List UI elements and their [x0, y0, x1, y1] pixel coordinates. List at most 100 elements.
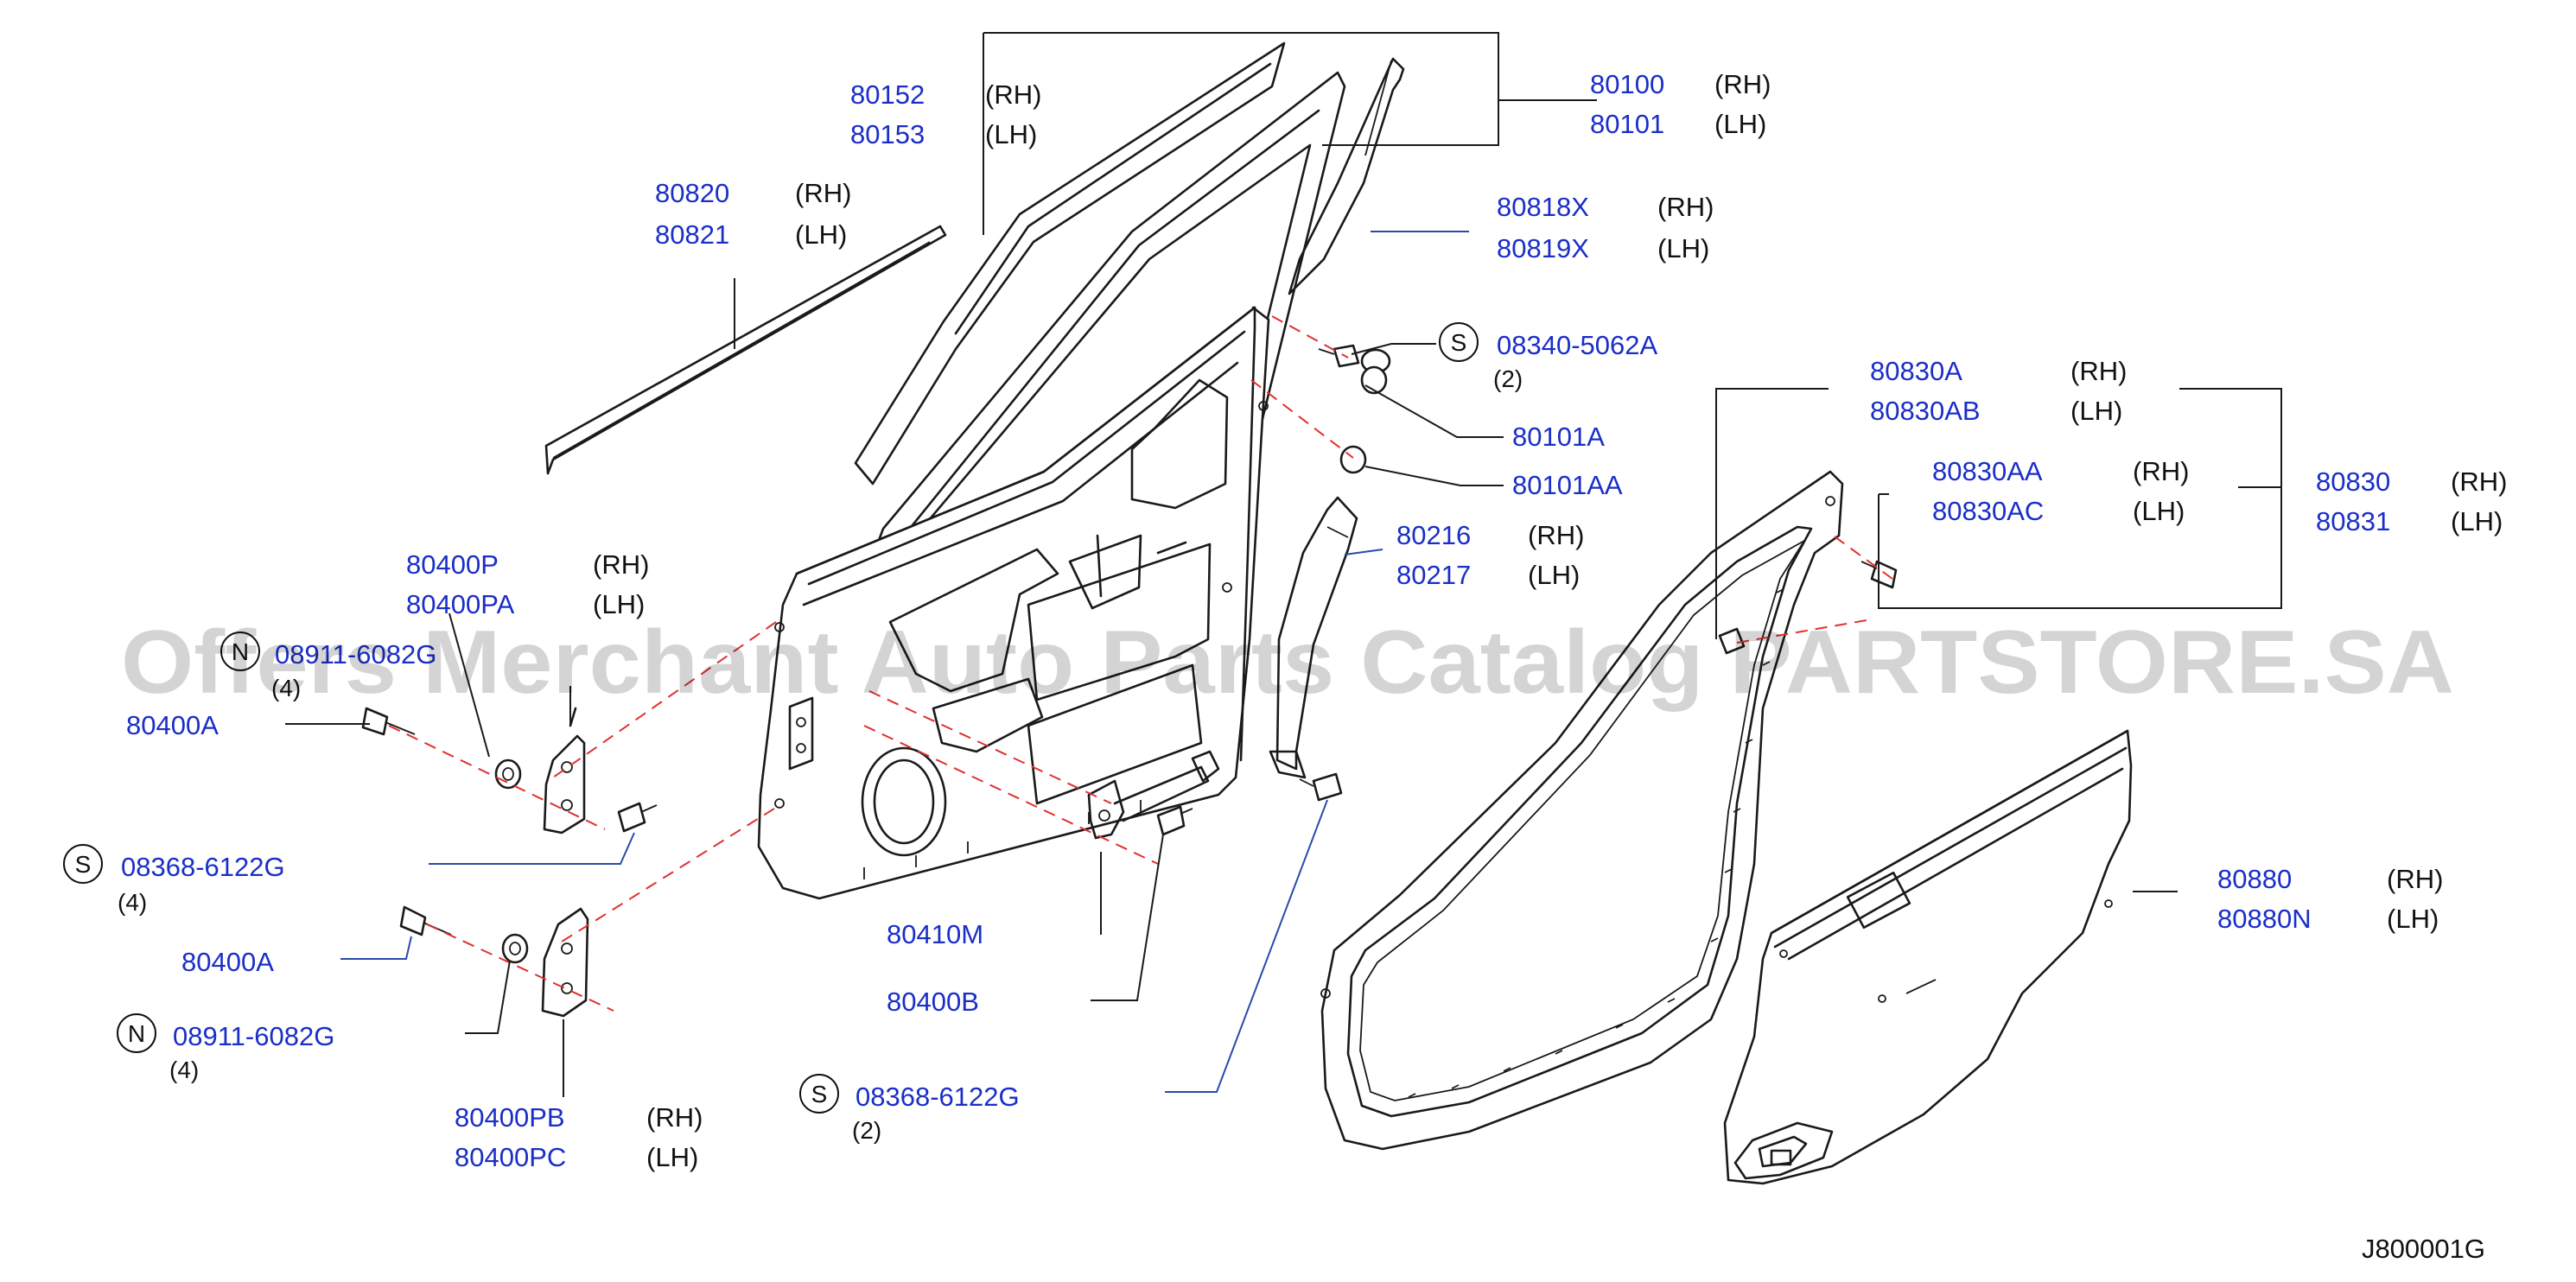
svg-text:80101AA: 80101AA: [1512, 470, 1623, 500]
label-80830A[interactable]: 80830A (RH): [1870, 356, 2127, 386]
door-check-link: [1087, 750, 1220, 840]
svg-text:(RH): (RH): [2133, 456, 2189, 486]
svg-text:80400A: 80400A: [181, 947, 274, 977]
svg-text:80820: 80820: [655, 178, 729, 208]
diagram-code: J800001G: [2362, 1234, 2485, 1264]
svg-text:(LH): (LH): [593, 589, 645, 619]
svg-text:N: N: [232, 638, 249, 665]
door-inner-panel: [757, 306, 1270, 900]
svg-text:(RH): (RH): [1714, 69, 1771, 99]
svg-text:80217: 80217: [1396, 560, 1471, 590]
svg-text:80400A: 80400A: [126, 710, 219, 740]
svg-text:(LH): (LH): [2133, 496, 2185, 526]
window-sash-frame: [854, 41, 1286, 486]
label-80830AA[interactable]: 80830AA (RH): [1932, 456, 2189, 486]
label-80400A-top[interactable]: 80400A: [126, 710, 219, 740]
label-08911-6082G-bottom[interactable]: N 08911-6082G (4): [117, 1013, 334, 1083]
label-80820[interactable]: 80820 (RH): [655, 178, 851, 208]
svg-text:08340-5062A: 08340-5062A: [1497, 330, 1657, 360]
svg-text:(4): (4): [118, 889, 147, 916]
svg-text:80880N: 80880N: [2217, 904, 2312, 934]
svg-text:80400P: 80400P: [406, 549, 499, 580]
svg-text:80400PB: 80400PB: [455, 1102, 565, 1133]
label-80830AB[interactable]: 80830AB (LH): [1870, 396, 2122, 426]
label-80818X[interactable]: 80818X (RH): [1497, 192, 1714, 222]
svg-text:08911-6082G: 08911-6082G: [275, 639, 436, 670]
label-80400PB[interactable]: 80400PB (RH): [455, 1102, 703, 1133]
svg-text:80152: 80152: [850, 79, 925, 110]
label-80400B[interactable]: 80400B: [887, 987, 979, 1017]
label-80831[interactable]: 80831 (LH): [2316, 506, 2503, 536]
assembly-lines: [388, 315, 1893, 1012]
svg-text:80831: 80831: [2316, 506, 2390, 536]
label-80216[interactable]: 80216 (RH): [1396, 520, 1584, 550]
fasteners: [361, 344, 1898, 964]
label-08368-6122G-center[interactable]: S 08368-6122G (2): [799, 1074, 1020, 1144]
svg-text:(4): (4): [169, 1057, 199, 1083]
label-80100[interactable]: 80100 (RH): [1590, 69, 1771, 99]
svg-text:80101: 80101: [1590, 109, 1664, 139]
svg-text:S: S: [811, 1081, 828, 1107]
label-80410M[interactable]: 80410M: [887, 919, 983, 949]
svg-text:(RH): (RH): [2387, 864, 2443, 894]
glass-run-channel: [1288, 57, 1405, 295]
svg-text:80101A: 80101A: [1512, 422, 1605, 452]
label-80101AA[interactable]: 80101AA: [1512, 470, 1623, 500]
symbol-circle: [1439, 322, 1479, 362]
label-80101A[interactable]: 80101A: [1512, 422, 1605, 452]
svg-text:(LH): (LH): [1657, 233, 1709, 263]
svg-text:80100: 80100: [1590, 69, 1664, 99]
label-80400P[interactable]: 80400P (RH): [406, 549, 649, 580]
label-80880N[interactable]: 80880N (LH): [2217, 904, 2439, 934]
svg-text:(4): (4): [271, 675, 301, 701]
glass-guide-rail: [1269, 496, 1358, 779]
symbol-circle: [117, 1013, 156, 1053]
svg-text:(LH): (LH): [2387, 904, 2439, 934]
label-80400A-bottom[interactable]: 80400A: [181, 947, 274, 977]
svg-text:S: S: [75, 851, 92, 878]
label-80152[interactable]: 80152 (RH): [850, 79, 1041, 110]
label-80830AC[interactable]: 80830AC (LH): [1932, 496, 2185, 526]
svg-text:80830: 80830: [2316, 466, 2390, 497]
lower-hinge: [541, 907, 589, 1018]
label-80400PC[interactable]: 80400PC (LH): [455, 1142, 698, 1172]
svg-text:(RH): (RH): [646, 1102, 703, 1133]
label-08368-6122G-left[interactable]: S 08368-6122G (4): [63, 844, 285, 916]
label-08340-5062A[interactable]: S 08340-5062A (2): [1439, 322, 1657, 392]
watermark-text: Offers Merchant Auto Parts Catalog PARTS…: [121, 612, 2454, 713]
label-80153[interactable]: 80153 (LH): [850, 119, 1037, 149]
svg-text:80821: 80821: [655, 219, 729, 250]
svg-text:80410M: 80410M: [887, 919, 983, 949]
label-80880[interactable]: 80880 (RH): [2217, 864, 2443, 894]
svg-text:08911-6082G: 08911-6082G: [173, 1021, 334, 1051]
svg-text:(2): (2): [1493, 365, 1523, 392]
label-08911-6082G-top[interactable]: N 08911-6082G (4): [220, 631, 436, 701]
svg-text:(LH): (LH): [2070, 396, 2122, 426]
svg-text:80400PA: 80400PA: [406, 589, 515, 619]
svg-text:(RH): (RH): [985, 79, 1041, 110]
svg-text:N: N: [128, 1020, 145, 1047]
belt-molding: [544, 225, 947, 475]
label-80821[interactable]: 80821 (LH): [655, 219, 847, 250]
door-trim-panel: [1723, 729, 2133, 1185]
symbol-circle: [63, 844, 103, 884]
svg-text:(RH): (RH): [593, 549, 649, 580]
door-drawing: [361, 41, 2133, 1185]
part-labels: 80152 (RH) 80153 (LH) 80100 (RH) 80101 (…: [63, 69, 2507, 1172]
svg-text:(RH): (RH): [1657, 192, 1714, 222]
svg-text:80880: 80880: [2217, 864, 2292, 894]
label-80101[interactable]: 80101 (LH): [1590, 109, 1766, 139]
label-80819X[interactable]: 80819X (LH): [1497, 233, 1709, 263]
svg-text:80830AA: 80830AA: [1932, 456, 2043, 486]
symbol-circle: [799, 1074, 839, 1114]
svg-text:80830AB: 80830AB: [1870, 396, 1981, 426]
label-80830[interactable]: 80830 (RH): [2316, 466, 2507, 497]
svg-text:(LH): (LH): [985, 119, 1037, 149]
svg-text:(RH): (RH): [2451, 466, 2507, 497]
svg-text:80830AC: 80830AC: [1932, 496, 2044, 526]
label-80217[interactable]: 80217 (LH): [1396, 560, 1580, 590]
svg-text:80819X: 80819X: [1497, 233, 1589, 263]
svg-text:80830A: 80830A: [1870, 356, 1962, 386]
label-80400PA[interactable]: 80400PA (LH): [406, 589, 645, 619]
